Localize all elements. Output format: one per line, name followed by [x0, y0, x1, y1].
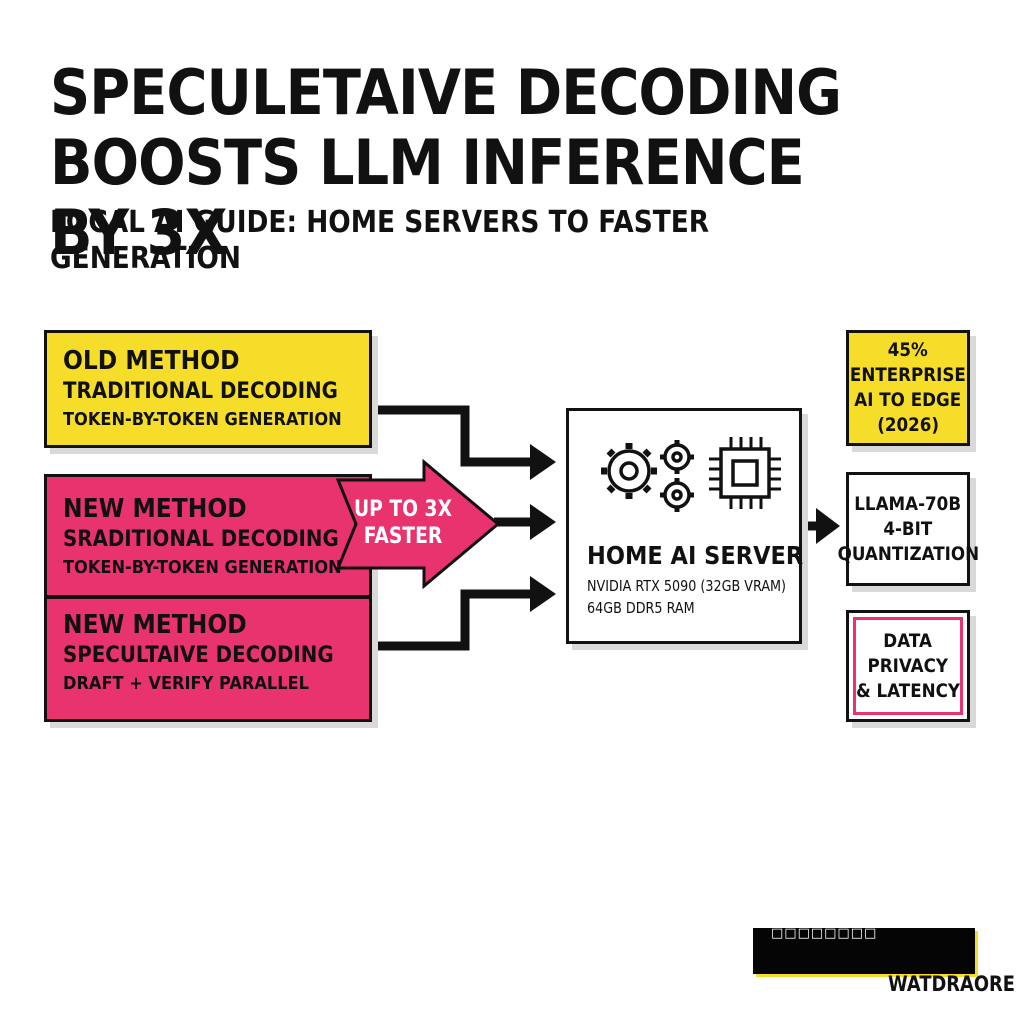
server-ram: 64GB DDR5 RAM: [587, 599, 695, 617]
server-icons: [601, 437, 781, 512]
stat-line: 45%: [887, 339, 929, 361]
arrowhead-server-out: [816, 508, 840, 544]
speed-badge-line-1: UP TO 3X: [353, 497, 452, 522]
page-title: SPECULETAIVE DECODING BOOSTS LLM INFEREN…: [50, 58, 896, 268]
page-subtitle: LOCAL AI GUIDE: HOME SERVERS TO FASTER G…: [50, 205, 710, 276]
footer-bar-text: □□□□□□□□: [771, 926, 878, 941]
server-title: HOME AI SERVER: [587, 541, 804, 570]
arrowhead-old-method: [530, 444, 556, 480]
title-line-1: SPECULETAIVE DECODING: [50, 56, 842, 129]
method-box-old: OLD METHOD TRADITIONAL DECODING TOKEN-BY…: [44, 330, 372, 448]
gears-icon: [601, 440, 694, 512]
connector-old-method: [374, 405, 532, 467]
stat-box-model: LLAMA-70B 4-BIT QUANTIZATION: [837, 472, 979, 586]
method-box-new-1: NEW METHOD SRADITIONAL DECODING TOKEN-BY…: [44, 474, 372, 598]
stat-line: QUANTIZATION: [837, 542, 979, 565]
stat-line: AI TO EDGE: [854, 389, 962, 411]
method-name: SPECULTAIVE DECODING: [63, 643, 334, 668]
stat-line: PRIVACY: [867, 654, 949, 677]
arrowhead-badge: [530, 504, 556, 540]
speed-badge-text: UP TO 3X FASTER: [340, 496, 466, 550]
stat-line: & LATENCY: [856, 679, 960, 702]
chip-icon: [709, 437, 781, 509]
stat-line: ENTERPRISE: [850, 364, 966, 386]
method-detail: DRAFT + VERIFY PARALLEL: [63, 673, 309, 694]
home-server-box: HOME AI SERVER NVIDIA RTX 5090 (32GB VRA…: [566, 408, 804, 644]
method-name: SRADITIONAL DECODING: [63, 527, 339, 552]
stat-line: 4-BIT: [883, 517, 933, 540]
method-label: OLD METHOD: [63, 346, 240, 376]
stat-line: (2026): [877, 414, 939, 436]
stat-line: LLAMA-70B: [854, 492, 962, 515]
arrowhead-new-method: [530, 576, 556, 612]
method-label: NEW METHOD: [63, 494, 247, 524]
connector-new-method: [374, 589, 532, 651]
method-label: NEW METHOD: [63, 610, 247, 640]
server-gpu: NVIDIA RTX 5090 (32GB VRAM): [587, 577, 787, 595]
method-detail: TOKEN-BY-TOKEN GENERATION: [63, 409, 342, 430]
stat-line: DATA: [883, 629, 933, 652]
method-box-new-2: NEW METHOD SPECULTAIVE DECODING DRAFT + …: [44, 596, 372, 722]
footer-label: WATDRAORE: [888, 972, 1015, 996]
speed-badge-line-2: FASTER: [363, 524, 443, 549]
method-detail: TOKEN-BY-TOKEN GENERATION: [63, 557, 342, 578]
privacy-accent-border: [853, 617, 963, 715]
footer-bar: □□□□□□□□: [753, 926, 975, 974]
stat-box-enterprise: 45% ENTERPRISE AI TO EDGE (2026): [846, 330, 970, 446]
title-line-2: BOOSTS LLM INFERENCE BY 3X: [50, 126, 805, 269]
method-name: TRADITIONAL DECODING: [63, 379, 338, 404]
stat-box-privacy: DATA PRIVACY & LATENCY: [846, 610, 970, 722]
